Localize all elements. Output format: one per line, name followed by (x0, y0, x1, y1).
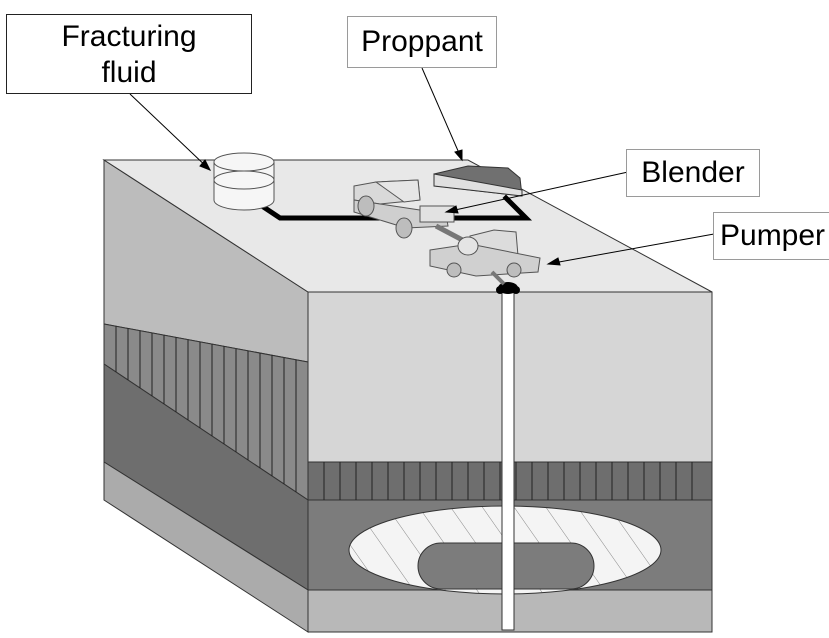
fluid-pipe (258, 202, 391, 221)
front-hatch-lines (323, 462, 693, 500)
fracturing-fluid-label: Fracturing fluid (6, 14, 252, 94)
block-left-face (103, 159, 309, 633)
fluid-tank-icon (213, 152, 275, 211)
pumper-truck-icon (429, 229, 541, 286)
fluid-leader (129, 93, 211, 171)
pumper-label: Pumper (713, 212, 829, 260)
callout-leaders (129, 67, 715, 266)
left-hatch-lines (115, 326, 297, 492)
proppant-label: Proppant (347, 16, 497, 68)
proppant-pile-icon (433, 165, 523, 197)
fracturing-fluid-label-line1: Fracturing (61, 20, 197, 53)
proppant-leader (421, 67, 463, 161)
wellbore (496, 282, 520, 631)
blender-truck-icon (353, 179, 472, 247)
blender-leader (445, 171, 629, 213)
surface-pipes (258, 194, 533, 221)
pumper-leader (547, 233, 715, 265)
fracturing-fluid-label-line2: fluid (101, 56, 157, 89)
blender-label: Blender (626, 149, 760, 197)
proppant-pipe (447, 194, 533, 221)
